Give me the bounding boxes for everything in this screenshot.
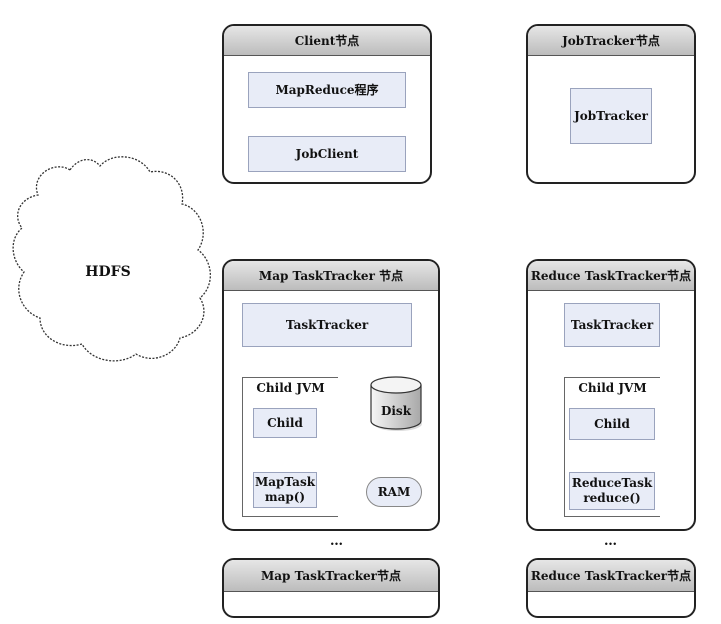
ram-box: RAM (366, 477, 422, 507)
cloud-icon (12, 156, 211, 362)
map-tasktracker-node-2-title: Map TaskTracker节点 (224, 560, 438, 592)
reduce-tasktracker-node: Reduce TaskTracker节点 TaskTracker Child J… (526, 259, 696, 531)
map-tasktracker-box: TaskTracker (242, 303, 412, 347)
reduce-tasktracker-node-2-title: Reduce TaskTracker节点 (528, 560, 694, 592)
maptask-func: map() (264, 490, 306, 504)
jobclient-box: JobClient (248, 136, 406, 172)
reduce-child-box: Child (569, 408, 655, 440)
jobtracker-node-title: JobTracker节点 (528, 26, 694, 56)
client-node-title: Client节点 (224, 26, 430, 56)
ellipsis-left: … (330, 534, 343, 549)
reducetask-func: reduce() (583, 491, 641, 505)
reduce-tasktracker-node-title: Reduce TaskTracker节点 (528, 261, 694, 291)
ellipsis-right: … (604, 534, 617, 549)
map-child-box: Child (253, 408, 317, 438)
reduce-tasktracker-node-2: Reduce TaskTracker节点 (526, 558, 696, 618)
reduce-child-jvm-title: Child JVM (578, 381, 647, 395)
jobtracker-box: JobTracker (570, 88, 652, 144)
reduce-child-jvm: Child JVM Child ReduceTask reduce() (564, 377, 660, 517)
maptask-box: MapTask map() (253, 472, 317, 508)
hdfs-label: HDFS (85, 264, 130, 280)
reduce-tasktracker-box: TaskTracker (564, 303, 660, 347)
map-child-jvm: Child JVM Child MapTask map() (242, 377, 338, 517)
mapreduce-program-box: MapReduce程序 (248, 72, 406, 108)
map-tasktracker-node-2: Map TaskTracker节点 (222, 558, 440, 618)
map-tasktracker-node-title: Map TaskTracker 节点 (224, 261, 438, 291)
disk-icon: Disk (370, 376, 422, 431)
maptask-name: MapTask (254, 475, 316, 489)
reducetask-name: ReduceTask (571, 476, 653, 490)
map-tasktracker-node: Map TaskTracker 节点 TaskTracker Child JVM… (222, 259, 440, 531)
jobtracker-node: JobTracker节点 JobTracker (526, 24, 696, 184)
disk-label: Disk (381, 404, 412, 418)
reducetask-box: ReduceTask reduce() (569, 472, 655, 510)
client-node: Client节点 MapReduce程序 JobClient (222, 24, 432, 184)
map-child-jvm-title: Child JVM (256, 381, 325, 395)
